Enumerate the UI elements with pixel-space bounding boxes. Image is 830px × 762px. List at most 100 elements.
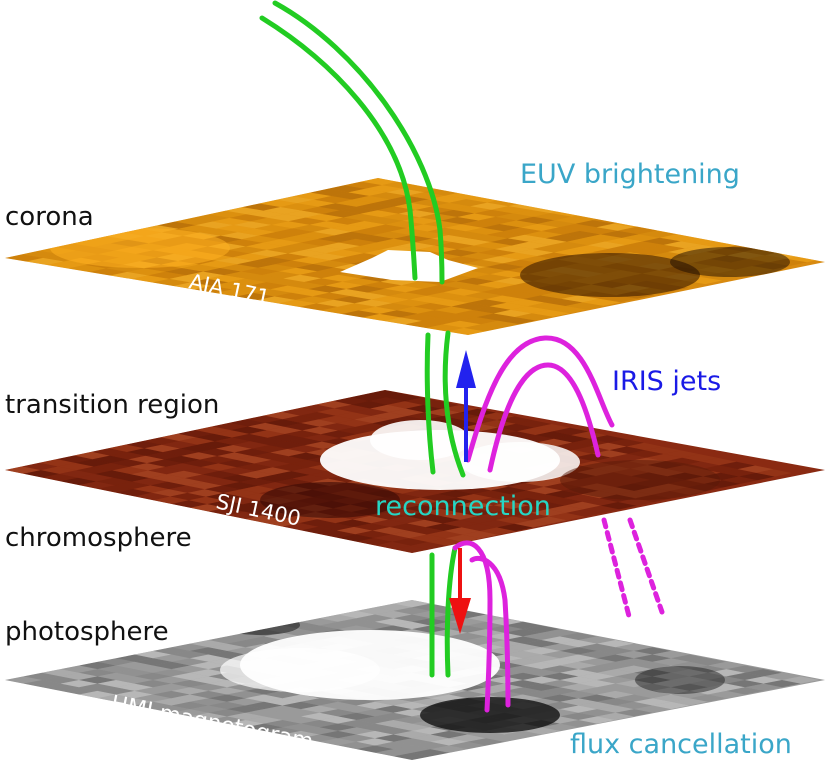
map-pixel (236, 463, 273, 471)
map-pixel (309, 253, 347, 261)
map-pixel (523, 661, 560, 670)
map-pixel (554, 216, 593, 224)
map-pixel (460, 408, 496, 417)
map-pixel (351, 228, 390, 236)
map-pixel (248, 422, 284, 431)
map-pixel (227, 720, 264, 728)
map-pixel (359, 242, 398, 250)
map-pixel (203, 268, 242, 276)
map-pixel (370, 512, 406, 520)
map-pixel (499, 220, 538, 228)
map-pixel (652, 658, 690, 666)
map-pixel (548, 306, 587, 314)
corona-layer (5, 178, 825, 335)
map-pixel (125, 440, 162, 449)
map-pixel (621, 234, 660, 242)
map-pixel (326, 217, 365, 225)
map-pixel (313, 228, 352, 236)
map-pixel (291, 467, 327, 475)
map-pixel (310, 188, 349, 196)
map-pixel (507, 234, 546, 242)
map-pixel (246, 210, 285, 218)
map-pixel (190, 640, 227, 648)
annotation-flux-cancellation: flux cancellation (570, 729, 792, 760)
map-pixel (474, 209, 513, 217)
map-pixel (427, 227, 466, 235)
map-pixel (267, 214, 306, 222)
map-pixel (235, 456, 272, 464)
map-pixel (558, 223, 597, 231)
map-pixel (301, 618, 338, 626)
map-pixel (523, 295, 562, 303)
map-pixel (375, 618, 412, 626)
map-pixel (652, 701, 690, 710)
map-pixel (282, 730, 320, 739)
map-pixel (305, 214, 344, 222)
map-pixel (467, 738, 505, 746)
map-pixel (462, 531, 499, 539)
map-pixel (325, 281, 364, 289)
map-pixel (560, 640, 597, 648)
map-pixel (663, 450, 700, 458)
map-pixel (315, 400, 352, 409)
map-pixel (342, 278, 381, 286)
map-pixel (544, 298, 583, 306)
map-pixel (560, 683, 597, 691)
map-pixel (608, 245, 647, 253)
map-pixel (227, 712, 264, 720)
map-pixel (394, 202, 433, 210)
map-pixel (166, 470, 203, 479)
map-pixel (402, 490, 438, 498)
map-pixel (79, 683, 116, 691)
map-pixel (597, 661, 634, 670)
map-pixel (430, 299, 469, 307)
map-pixel (341, 310, 380, 318)
map-pixel (356, 538, 393, 546)
map-pixel (689, 694, 727, 702)
map-pixel (498, 284, 537, 292)
map-pixel (406, 224, 445, 232)
map-pixel (418, 245, 457, 253)
annotation-iris-jets: IRIS jets (612, 366, 721, 397)
map-pixel (371, 412, 408, 420)
map-pixel (256, 474, 293, 483)
map-pixel (245, 694, 283, 702)
map-pixel (393, 694, 431, 702)
map-pixel (506, 299, 545, 307)
map-pixel (279, 267, 318, 275)
map-pixel (250, 249, 288, 257)
map-pixel (148, 271, 187, 279)
map-pixel (274, 292, 313, 300)
map-pixel (216, 257, 254, 265)
map-pixel (249, 430, 285, 438)
map-pixel (375, 712, 412, 720)
layer-label-chromosphere: chromosphere (5, 523, 192, 553)
map-pixel (218, 459, 255, 468)
map-pixel (299, 519, 336, 527)
map-pixel (266, 278, 305, 286)
map-pixel (486, 683, 523, 691)
map-pixel (578, 650, 616, 659)
map-pixel (365, 185, 404, 193)
map-pixel (251, 445, 288, 453)
map-pixel (60, 477, 97, 486)
map-pixel (638, 230, 677, 238)
map-pixel (389, 228, 428, 236)
map-pixel (146, 459, 183, 467)
map-pixel (361, 178, 399, 186)
map-pixel (597, 640, 634, 648)
map-pixel (264, 698, 301, 706)
map-pixel (440, 505, 477, 513)
map-pixel (77, 474, 114, 482)
map-pixel (579, 227, 618, 235)
map-pixel (435, 242, 474, 250)
map-pixel (262, 271, 301, 279)
map-pixel (508, 483, 544, 491)
map-pixel (477, 281, 516, 289)
map-pixel (671, 654, 708, 662)
map-pixel (534, 424, 570, 432)
map-pixel (625, 241, 664, 249)
map-pixel (504, 730, 542, 739)
map-pixel (405, 512, 442, 520)
map-pixel (195, 221, 234, 229)
